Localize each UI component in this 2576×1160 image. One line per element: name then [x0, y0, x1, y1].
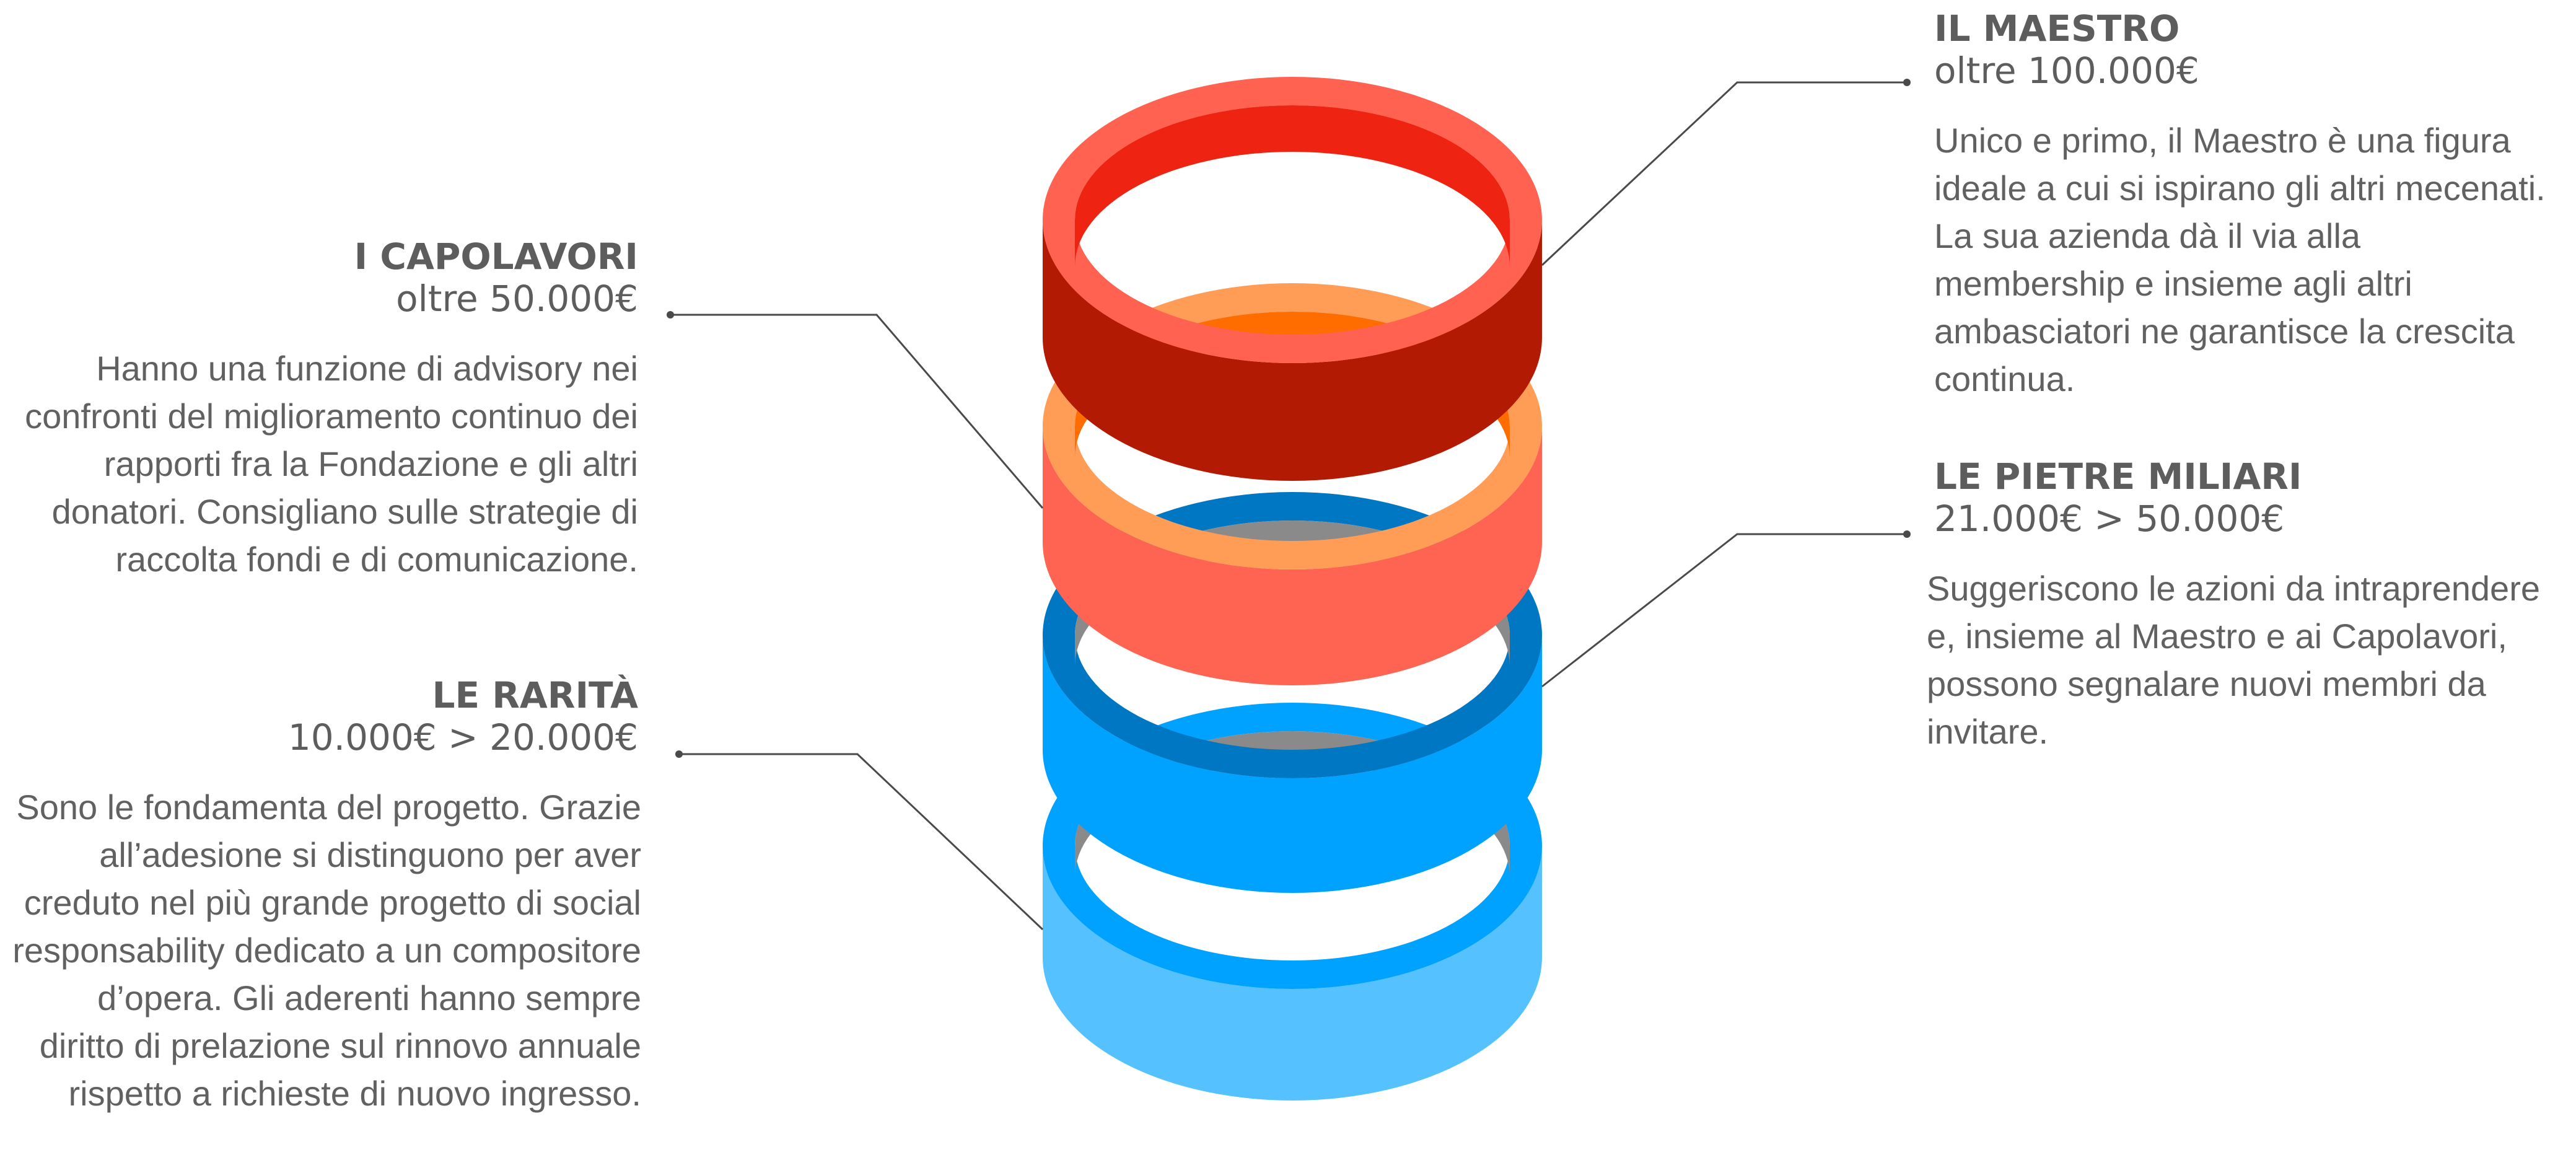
tier-pietre-miliari-description: Suggeriscono le azioni da intraprendere …: [1927, 569, 2540, 751]
ring-maestro-side: [1043, 220, 1542, 481]
tier-pietre-miliari-range: 21.000€ > 50.000€: [1934, 498, 2285, 540]
tier-capolavori-title: I CAPOLAVORI: [354, 235, 638, 278]
leader-dot-pietre-miliari: [1903, 530, 1911, 538]
leader-line-rarita: [679, 753, 1044, 931]
leader-dot-maestro: [1903, 79, 1911, 86]
ring-maestro-inner-wall: [1075, 105, 1510, 266]
tier-capolavori-description: Hanno una funzione di advisory nei confr…: [25, 349, 638, 579]
tier-capolavori-range: oltre 50.000€: [396, 278, 638, 320]
tier-capolavori: I CAPOLAVORI oltre 50.000€ Hanno una fun…: [12, 235, 638, 583]
ring-maestro: [1043, 77, 1542, 481]
tier-maestro-title: IL MAESTRO: [1934, 7, 2180, 50]
leader-dot-capolavori: [667, 311, 674, 319]
leader-dot-rarita: [675, 750, 683, 758]
tier-pietre-miliari: LE PIETRE MILIARI 21.000€ > 50.000€ Sugg…: [1927, 455, 2572, 755]
leader-lines: [667, 79, 1911, 931]
leader-line-pietre-miliari: [1541, 533, 1907, 688]
tier-maestro-description: Unico e primo, il Maestro è una figura i…: [1934, 121, 2546, 398]
tier-maestro: IL MAESTRO oltre 100.000€ Unico e primo,…: [1934, 7, 2566, 403]
tier-rarita-title: LE RARITÀ: [432, 674, 638, 716]
ring-capolavori-side: [1043, 426, 1542, 685]
tier-rarita: LE RARITÀ 10.000€ > 20.000€ Sono le fond…: [12, 674, 641, 1117]
ring-pietre-side: [1043, 635, 1542, 893]
leader-line-capolavori: [670, 314, 1044, 509]
tier-rarita-description: Sono le fondamenta del progetto. Grazie …: [12, 788, 641, 1113]
tier-pietre-miliari-title: LE PIETRE MILIARI: [1934, 455, 2302, 498]
tier-rarita-range: 10.000€ > 20.000€: [287, 716, 638, 758]
leader-line-maestro: [1541, 81, 1907, 266]
ring-rarita-side: [1043, 846, 1542, 1101]
tier-maestro-range: oltre 100.000€: [1934, 50, 2199, 92]
